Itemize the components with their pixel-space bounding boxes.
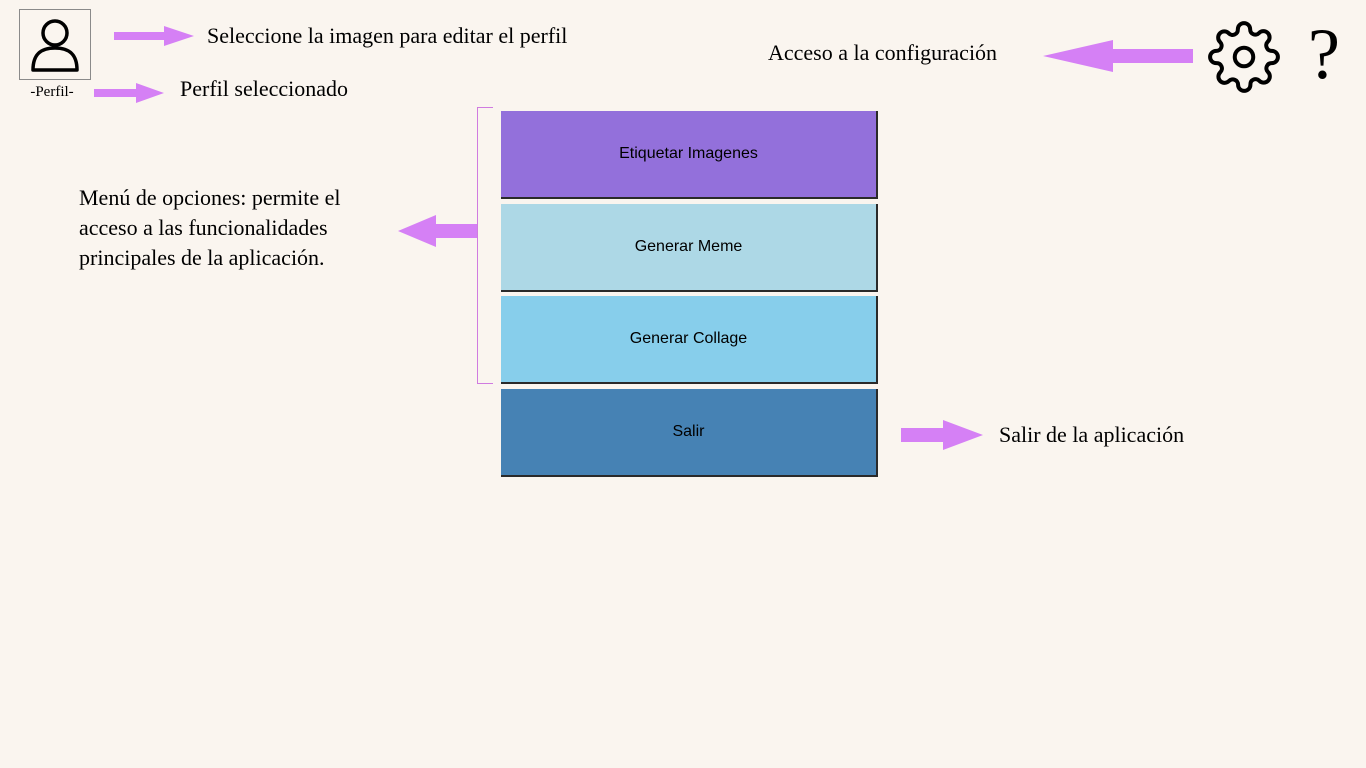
exit-note: Salir de la aplicación [999,422,1185,447]
arrow-right-icon [94,83,164,103]
profile-image-button[interactable] [19,9,91,80]
exit-button[interactable]: Salir [501,389,878,477]
help-button[interactable]: ? [1308,14,1340,94]
menu-bracket [477,107,493,384]
profile-selected-note: Perfil seleccionado [180,76,348,101]
select-image-note: Seleccione la imagen para editar el perf… [207,23,568,48]
generate-collage-button[interactable]: Generar Collage [501,296,878,384]
settings-button[interactable] [1207,20,1281,94]
arrow-right-icon [114,26,194,46]
profile-caption: -Perfil- [30,84,74,100]
arrow-right-icon [901,420,983,450]
user-icon [31,18,79,72]
menu-description-note: Menú de opciones: permite el acceso a la… [79,185,341,270]
generate-meme-button[interactable]: Generar Meme [501,204,878,292]
settings-access-note: Acceso a la configuración [768,40,998,65]
arrow-left-icon [398,215,478,247]
arrow-left-icon [1043,40,1193,72]
gear-icon [1208,21,1280,93]
tag-images-button[interactable]: Etiquetar Imagenes [501,111,878,199]
